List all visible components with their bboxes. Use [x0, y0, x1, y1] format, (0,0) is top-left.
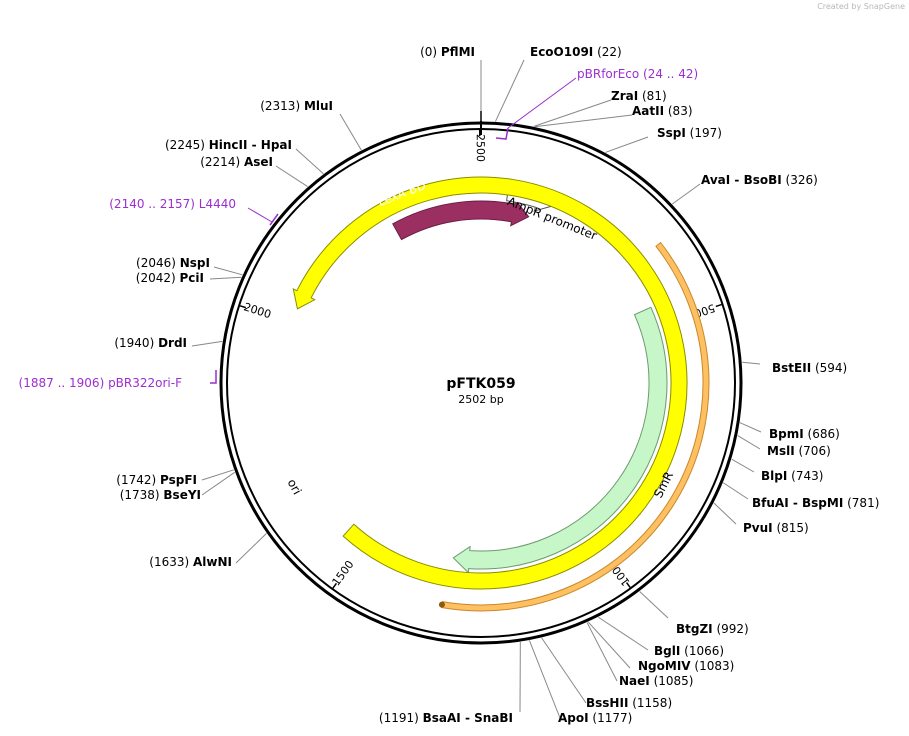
site-pspfi: (1742) PspFI [116, 473, 197, 487]
connector-sspi [605, 136, 649, 153]
tick-label-2000: 2000 [242, 300, 273, 321]
site-blpi: BlpI (743) [761, 469, 823, 483]
smr-orf-band [440, 241, 710, 612]
site-pvui: PvuI (815) [743, 521, 809, 535]
plasmid-name: pFTK059 [446, 376, 515, 392]
site-bsteii: BstEII (594) [772, 361, 847, 375]
primer-pbr322ori-f: (1887 .. 1906) pBR322ori-F [19, 376, 183, 390]
site-bfuai-bspmi: BfuAI - BspMI (781) [752, 496, 879, 510]
primer-l4440: (2140 .. 2157) L4440 [109, 197, 236, 211]
site-msli: MslI (706) [767, 444, 831, 458]
primer-connector-l4440 [247, 207, 273, 223]
connector-bsteii [742, 361, 761, 365]
connector-blpi [731, 458, 755, 473]
connector-bpmi [739, 422, 762, 433]
backbone-outer-ring [219, 121, 743, 645]
feature-arrow-ori [292, 176, 688, 590]
feature-label-ori: ori [285, 477, 305, 497]
connector-btgzi [639, 591, 669, 619]
site-bsshii: BssHII (1158) [586, 696, 672, 710]
site-btgzi: BtgZI (992) [676, 622, 749, 636]
tick-label-2500: 2500 [474, 134, 487, 162]
tick-1000 [625, 582, 631, 588]
feature-arrow-smr [452, 306, 668, 574]
connector-avai-bsobi [672, 183, 701, 205]
tick-2000 [239, 305, 247, 309]
feature-arrow-lexa-bd [392, 199, 530, 241]
smr-orf-end [438, 601, 445, 608]
site-sspi: SspI (197) [657, 126, 722, 140]
site-pflmi: (0) PflMI [420, 45, 475, 59]
site-zrai: ZraI (81) [611, 89, 667, 103]
connector-alwni [235, 533, 267, 564]
site-bsaai-snabi: (1191) BsaAI - SnaBI [379, 711, 513, 725]
connector-pvui [713, 502, 737, 525]
connector-ngomiv [587, 621, 631, 669]
site-alwni: (1633) AlwNI [149, 555, 232, 569]
tick-500 [715, 303, 722, 308]
connector-drdi [191, 340, 223, 347]
restriction-site-labels: EcoO109I (22) ZraI (81)AatII (83) SspI (19… [114, 45, 879, 725]
connector-bsshii [541, 637, 587, 704]
connector-bseyi [201, 471, 235, 496]
site-avai-bsobi: AvaI - BsoBI (326) [701, 173, 818, 187]
connector-asei [275, 165, 308, 188]
site-ngomiv: NgoMIV (1083) [638, 659, 734, 673]
site-bpmi: BpmI (686) [769, 427, 840, 441]
site-apoi: ApoI (1177) [558, 711, 632, 725]
site-mlui: (2313) MluI [260, 99, 333, 113]
site-bseyi: (1738) BseYI [120, 488, 201, 502]
connector-bfuai-bspmi [723, 482, 749, 500]
site-ecoo109i: EcoO109I (22) [530, 45, 622, 59]
connector-msli [737, 435, 761, 450]
site-pcii: (2042) PciI [136, 271, 204, 285]
site-hincii-hpai: (2245) HincII - HpaI [165, 138, 292, 152]
primer-mark-pbr322ori-f [210, 370, 217, 384]
primer-labels: pBRforEco (24 .. 42) (2140 .. 2157) L4440… [19, 67, 699, 390]
site-naei: NaeI (1085) [619, 674, 693, 688]
connector-aatii [535, 114, 633, 128]
connector-pcii [209, 276, 242, 280]
primer-connector-pbrforeco [507, 77, 577, 129]
connector-bgli [598, 616, 649, 651]
connector-apoi [528, 640, 561, 719]
connector-nspi [213, 266, 243, 276]
site-asei: (2214) AseI [200, 155, 273, 169]
connector-ecoo109i [495, 59, 525, 122]
connector-mlui [339, 113, 362, 151]
label-connectors [191, 59, 762, 719]
backbone-inner-ring [226, 128, 736, 638]
connector-naei [586, 622, 618, 682]
site-bgli: BglI (1066) [654, 644, 724, 658]
primer-mark-pbrforeco [495, 127, 509, 140]
tick-label-1500: 1500 [330, 558, 357, 588]
plasmid-size: 2502 bp [458, 393, 503, 406]
snapgene-credit: Created by SnapGene [817, 2, 905, 11]
primer-mark-l4440 [269, 213, 279, 226]
primer-pbrforeco: pBRforEco (24 .. 42) [577, 67, 698, 81]
site-nspi: (2046) NspI [136, 256, 210, 270]
connector-zrai [533, 99, 612, 127]
tick-1500 [332, 582, 338, 589]
site-drdi: (1940) DrdI [114, 336, 187, 350]
connector-hincii-hpai [295, 148, 324, 175]
connector-pspfi [201, 469, 234, 481]
site-aatii: AatII (83) [632, 104, 693, 118]
